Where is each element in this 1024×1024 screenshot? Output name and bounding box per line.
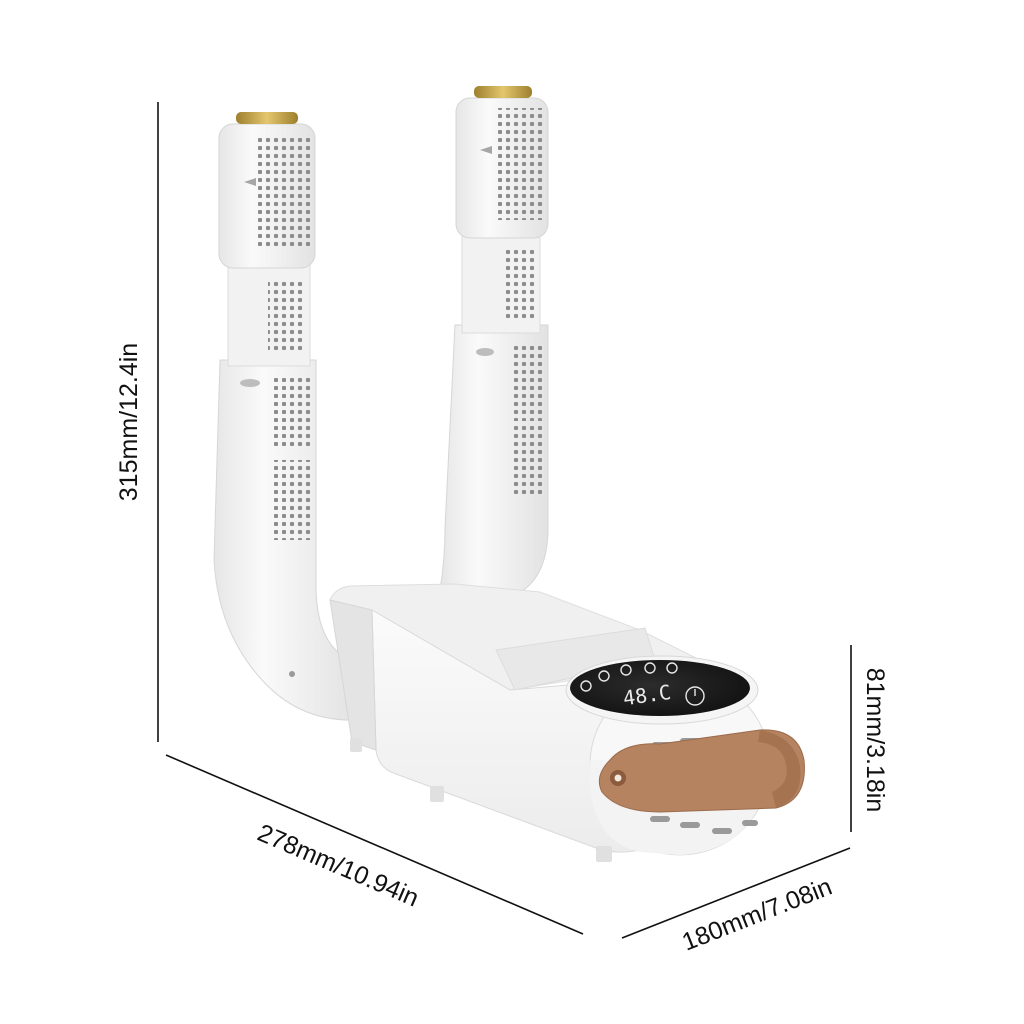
rear-heating-tip [474, 86, 532, 98]
carry-strap [598, 729, 805, 813]
width-dimension: 180mm/7.08in [621, 847, 851, 957]
base-unit [329, 583, 771, 862]
control-panel: 48.C [565, 655, 759, 725]
panel-buttons [580, 662, 705, 706]
height-label: 315mm/12.4in [115, 343, 143, 501]
base-height-label: 81mm/3.18in [861, 668, 889, 813]
power-button[interactable] [685, 686, 705, 706]
mode-button[interactable] [598, 670, 610, 682]
mode-button[interactable] [580, 680, 592, 692]
mode-button[interactable] [620, 664, 632, 676]
foot [350, 738, 362, 752]
mode-button[interactable] [666, 662, 678, 674]
front-drying-arm [213, 112, 357, 721]
rear-drying-arm [439, 86, 549, 601]
foot [596, 846, 612, 862]
height-dimension: 315mm/12.4in [115, 102, 159, 742]
front-heating-tip [236, 112, 298, 124]
base-height-dimension: 81mm/3.18in [850, 645, 889, 832]
mode-button[interactable] [644, 662, 656, 674]
length-label: 278mm/10.94in [253, 819, 422, 913]
foot [430, 786, 444, 802]
